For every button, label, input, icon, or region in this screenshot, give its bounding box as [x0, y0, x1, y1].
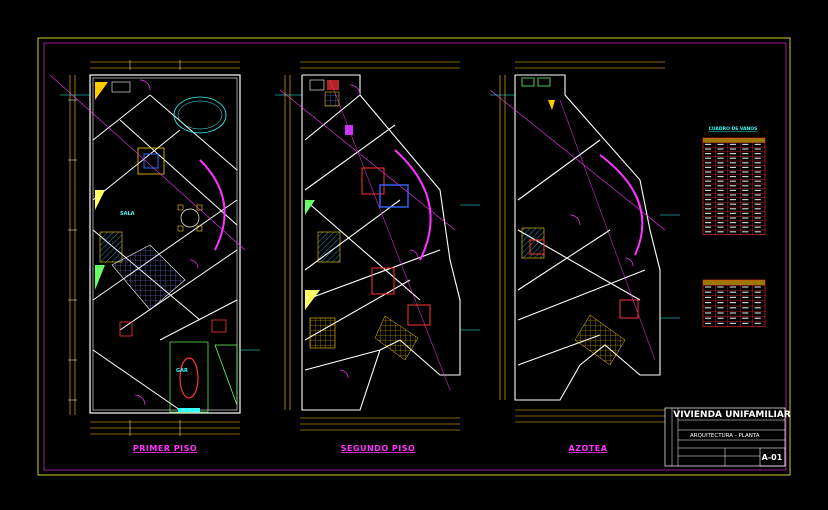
legend-title: CUADRO DE VANOS: [709, 126, 758, 132]
inner-frame: [43, 42, 787, 471]
title-block-subtitle: ARQUITECTURA - PLANTA: [690, 433, 760, 439]
plan-segundo-piso: SEGUNDO PISO: [275, 61, 480, 453]
plan-label-segundo-piso: SEGUNDO PISO: [341, 444, 416, 453]
vanos-legend: CUADRO DE VANOS: [702, 126, 766, 328]
title-block: VIVIENDA UNIFAMILIAR ARQUITECTURA - PLAN…: [664, 407, 791, 467]
vanos-table-2: [702, 279, 766, 328]
plan-azotea: AZOTEA: [489, 61, 680, 453]
vanos-table-1: [702, 137, 766, 235]
title-block-title: VIVIENDA UNIFAMILIAR: [673, 410, 791, 420]
title-block-sheet-number: A-01: [762, 453, 783, 462]
plan-label-azotea: AZOTEA: [569, 444, 608, 453]
plan-label-primer-piso: PRIMER PISO: [133, 444, 197, 453]
svg-text:GAR: GAR: [176, 368, 188, 374]
plan-primer-piso: SALA GAR PRIMER PISO: [49, 60, 260, 453]
outer-frame: [37, 37, 791, 476]
svg-text:SALA: SALA: [120, 211, 135, 217]
